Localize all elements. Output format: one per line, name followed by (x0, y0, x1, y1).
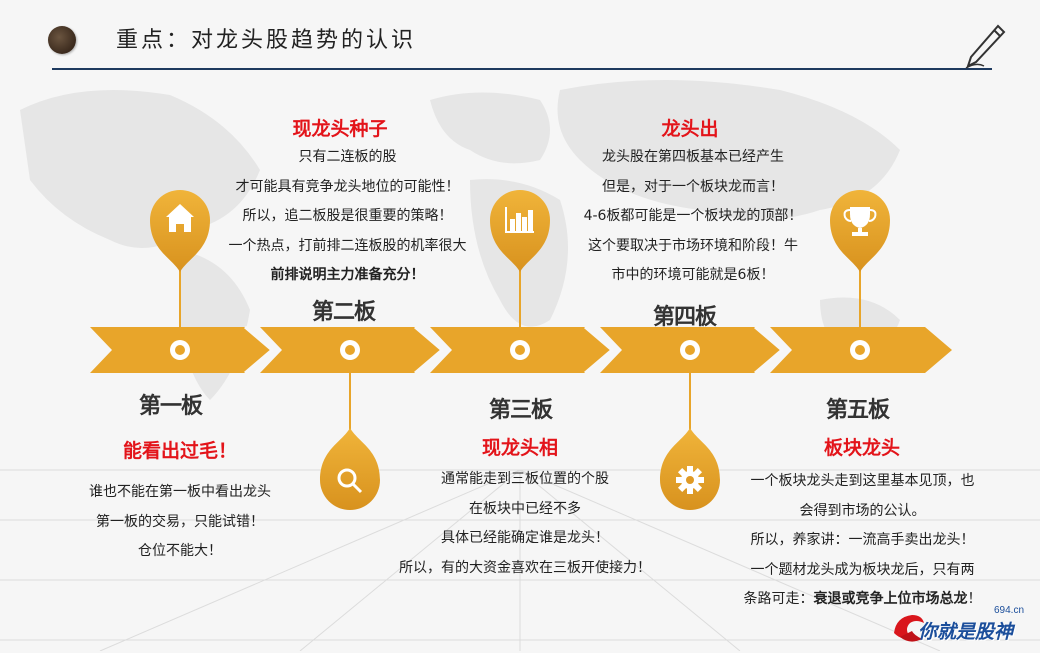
marker-5 (850, 340, 870, 360)
stage-4-line-3: 4-6板都可能是一个板块龙的顶部！ (583, 208, 803, 224)
stage-1-line-2: 第一板的交易，只能试错！ (96, 513, 264, 530)
marker-3 (510, 340, 530, 360)
stage-text-4: 龙头股在第四板基本已经产生 但是，对于一个板块龙而言！ 4-6板都可能是一个板块… (558, 143, 828, 291)
stage-2-line-2: 才可能具有竞争龙头地位的可能性！ (235, 178, 460, 195)
stage-4-line-5: 市中的环境可能就是6板！ (611, 267, 775, 283)
stage-text-1: 谁也不能在第一板中看出龙头 第一板的交易，只能试错！ 仓位不能大！ (40, 478, 320, 567)
stage-1-line-1: 谁也不能在第一板中看出龙头 (89, 484, 271, 500)
stage-4-line-1: 龙头股在第四板基本已经产生 (602, 149, 784, 165)
stage-3-line-1: 通常能走到三板位置的个股 (441, 471, 609, 487)
watermark-domain: 694.cn (994, 605, 1025, 616)
stage-text-2: 只有二连板的股 才可能具有竞争龙头地位的可能性！ 所以，追二板股是很重要的策略！… (210, 143, 485, 291)
marker-2 (340, 340, 360, 360)
stage-5-line-5-bold: 衰退或竞争上位市场总龙 (813, 591, 968, 607)
bar-chart-icon (505, 207, 534, 233)
stage-1-line-3: 仓位不能大！ (138, 543, 222, 559)
marker-1 (170, 340, 190, 360)
marker-4 (680, 340, 700, 360)
gear-icon (676, 466, 704, 494)
trophy-icon (843, 207, 877, 236)
pin-home (150, 190, 210, 272)
stage-5-line-3: 所以，养家讲：一流高手卖出龙头！ (750, 532, 975, 548)
stage-4-line-2: 但是，对于一个板块龙而言！ (602, 178, 784, 195)
stage-3-line-3: 具体已经能确定谁是龙头！ (441, 530, 609, 546)
stage-2-line-3: 所以，追二板股是很重要的策略！ (242, 208, 453, 224)
watermark-text: 你就是股神 (918, 621, 1014, 643)
header-divider (52, 68, 992, 70)
stage-heading-3: 现龙头相 (481, 437, 558, 459)
stage-heading-4: 龙头出 (661, 118, 719, 140)
timeline-markers (170, 340, 870, 360)
page-title: 重点：对龙头股趋势的认识 (116, 28, 417, 53)
stage-text-5: 一个板块龙头走到这里基本见顶，也 会得到市场的公认。 所以，养家讲：一流高手卖出… (730, 467, 995, 615)
watermark-logo: 694.cn 你就是股神 (890, 605, 1035, 649)
search-icon (337, 468, 363, 494)
pen-icon (965, 24, 1006, 69)
stage-2-line-4: 一个热点，打前排二连板股的机率很大 (228, 237, 467, 254)
stage-5-line-5-prefix: 条路可走： (743, 591, 814, 607)
home-icon (166, 204, 194, 232)
board-label-3: 第三板 (489, 398, 553, 423)
stage-5-line-5: 条路可走：衰退或竞争上位市场总龙！ (730, 585, 995, 615)
stage-5-line-4: 一个题材龙头成为板块龙后，只有两 (750, 561, 975, 578)
stage-3-line-2: 在板块中已经不多 (469, 500, 581, 517)
stage-2-line-1: 只有二连板的股 (298, 149, 397, 165)
stage-5-line-2: 会得到市场的公认。 (799, 502, 926, 519)
header-bullet (48, 26, 76, 54)
stage-4-line-4: 这个要取决于市场环境和阶段！牛 (588, 237, 798, 254)
stage-heading-2: 现龙头种子 (292, 118, 388, 140)
stage-3-line-4: 所以，有的大资金喜欢在三板开使接力！ (399, 559, 651, 576)
board-label-4: 第四板 (653, 305, 717, 330)
stage-5-line-1: 一个板块龙头走到这里基本见顶，也 (750, 473, 975, 489)
stage-heading-1: 能看出过毛！ (122, 440, 237, 462)
stage-heading-5: 板块龙头 (823, 437, 900, 459)
board-label-1: 第一板 (139, 394, 203, 419)
stage-5-line-5-suffix: ！ (967, 591, 982, 607)
watermark-emblem-icon (894, 615, 924, 642)
board-label-5: 第五板 (826, 398, 890, 423)
stage-text-3: 通常能走到三板位置的个股 在板块中已经不多 具体已经能确定谁是龙头！ 所以，有的… (380, 465, 670, 583)
board-label-2: 第二板 (312, 300, 376, 325)
stage-2-line-5: 前排说明主力准备充分！ (270, 267, 425, 283)
